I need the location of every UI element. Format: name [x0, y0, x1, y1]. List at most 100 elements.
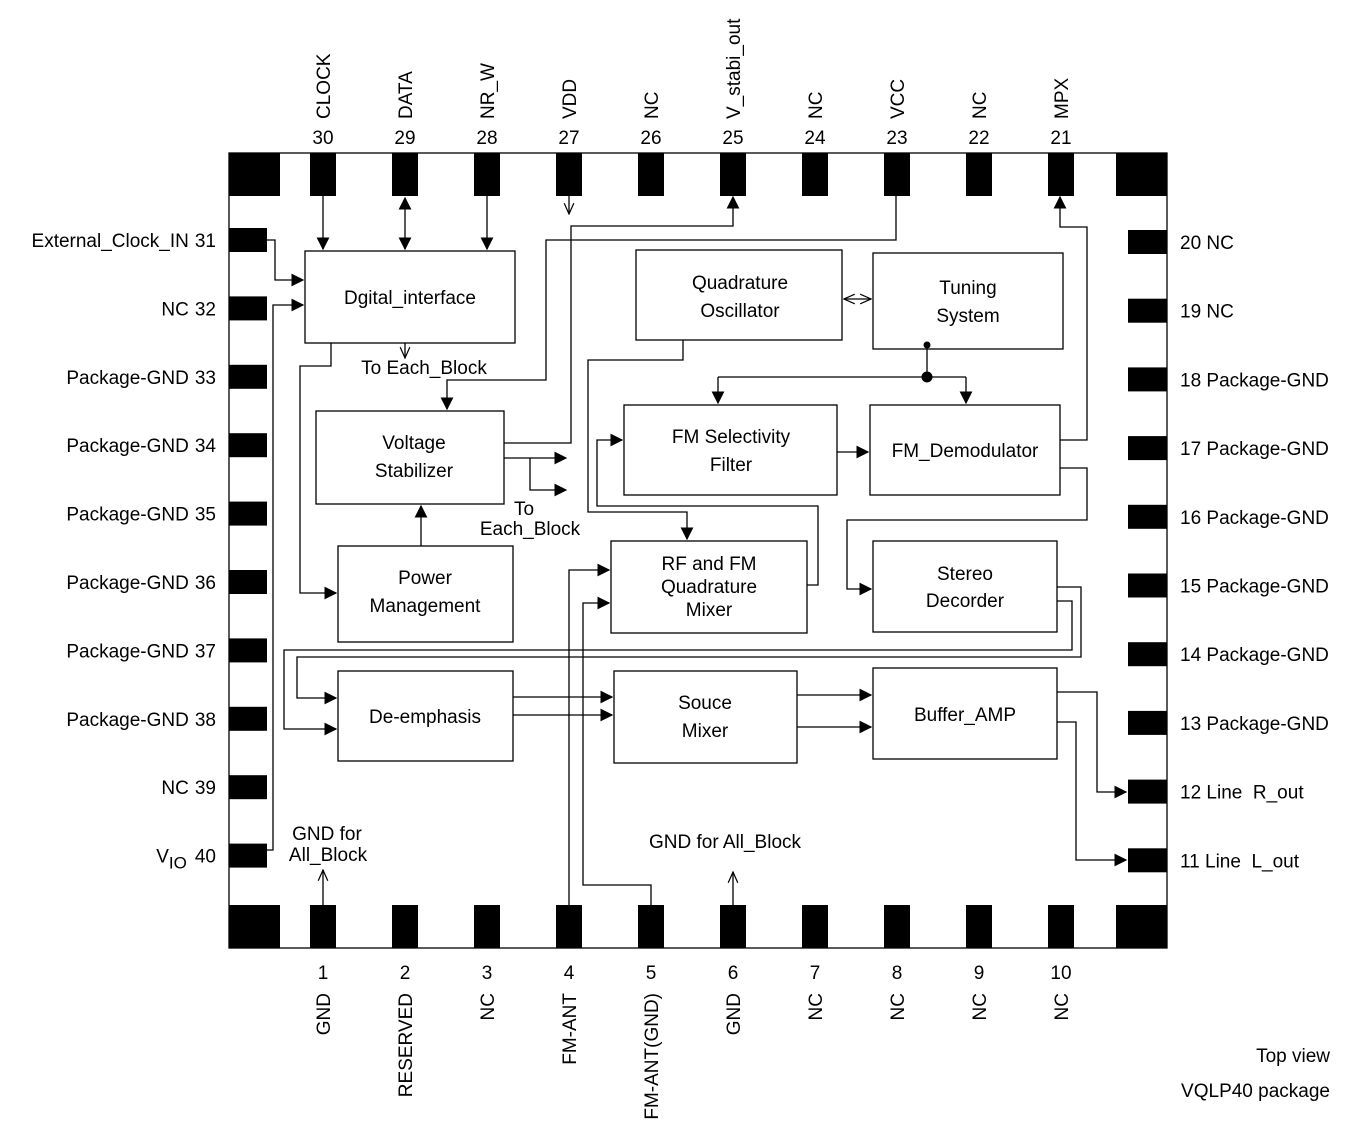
pin-pad-24 [802, 153, 828, 196]
svg-text:Mixer: Mixer [682, 721, 729, 742]
pin-pad-19 [1128, 298, 1167, 323]
pin-pad-34 [229, 433, 267, 458]
svg-text:Souce: Souce [678, 693, 732, 714]
pin-pad-14 [1128, 642, 1167, 667]
pin-label-18: 18 Package-GND [1180, 370, 1329, 391]
pin-pad-11 [1128, 848, 1167, 873]
pin-pad-16 [1128, 504, 1167, 529]
pin-pad-4 [556, 905, 582, 948]
pin-number-25: 25 [722, 128, 743, 149]
pin-pad-26 [638, 153, 664, 196]
pin-number-26: 26 [640, 128, 661, 149]
pin-pad-8 [884, 905, 910, 948]
pin-pad-35 [229, 501, 267, 526]
block-de-emphasis: De-emphasis [337, 670, 514, 762]
pin-number-5: 5 [646, 963, 657, 984]
pin-pad-17 [1128, 436, 1167, 461]
svg-text:Mixer: Mixer [686, 600, 733, 621]
pin-name-28: NR_W [478, 63, 499, 119]
note-to-each-block-1: To Each_Block [361, 358, 487, 379]
block-voltage-stabilizer: Voltage Stabilizer [315, 410, 505, 505]
pin-name-9: NC [970, 993, 991, 1020]
pin-number-24: 24 [804, 128, 826, 149]
note-gnd-for-2: All_Block [289, 845, 368, 866]
pin-pad-10 [1048, 905, 1074, 948]
pin-pad-38 [229, 706, 267, 731]
pin-pad-39 [229, 775, 267, 800]
note-top-view: Top view [1256, 1046, 1330, 1067]
pin-number-22: 22 [968, 128, 989, 149]
pin-number-4: 4 [564, 963, 575, 984]
svg-text:Voltage: Voltage [382, 433, 445, 454]
svg-text:Power: Power [398, 568, 453, 589]
pin-pad-33 [229, 364, 267, 389]
pin-pad-2 [392, 905, 418, 948]
pin-pad-29 [392, 153, 418, 196]
svg-text:Stereo: Stereo [937, 564, 993, 585]
pin-number-30: 30 [312, 128, 333, 149]
svg-text:Quadrature: Quadrature [692, 273, 788, 294]
pin-pad-18 [1128, 367, 1167, 392]
block-rf-fm-mixer: RF and FM Quadrature Mixer [610, 540, 808, 634]
pin-number-3: 3 [482, 963, 493, 984]
block-digital-interface: Dgital_interface [304, 250, 516, 344]
pin-label-17: 17 Package-GND [1180, 439, 1329, 460]
pin-name-5: FM-ANT(GND) [642, 993, 663, 1120]
svg-text:System: System [936, 306, 999, 327]
package-outline [228, 152, 1168, 949]
corner-pad-bottom-right [1116, 905, 1167, 948]
svg-text:FM Selectivity: FM Selectivity [672, 427, 791, 448]
pin-pad-25 [720, 153, 746, 196]
pin-number-2: 2 [400, 963, 411, 984]
pin-pad-30 [310, 153, 336, 196]
pin-pad-12 [1128, 779, 1167, 804]
block-quadrature-oscillator: Quadrature Oscillator [635, 249, 843, 341]
pin-number-1: 1 [318, 963, 329, 984]
pin-number-6: 6 [728, 963, 739, 984]
pin-pad-13 [1128, 710, 1167, 735]
svg-text:Tuning: Tuning [939, 278, 996, 299]
pin-pad-1 [310, 905, 336, 948]
pin-number-10: 10 [1050, 963, 1071, 984]
pin-pad-37 [229, 638, 267, 663]
corner-pad-bottom-left [229, 905, 280, 948]
pin-pad-40 [229, 843, 267, 868]
svg-text:Buffer_AMP: Buffer_AMP [914, 705, 1016, 726]
block-fm-demodulator: FM_Demodulator [869, 404, 1061, 496]
pin-label-13: 13 Package-GND [1180, 714, 1329, 735]
svg-text:De-emphasis: De-emphasis [369, 707, 481, 728]
pin-number-29: 29 [394, 128, 415, 149]
pin-pad-32 [229, 296, 267, 321]
pin-name-3: NC [478, 993, 499, 1020]
svg-text:Decorder: Decorder [926, 591, 1005, 612]
signal-wiring [267, 195, 1128, 905]
pin-pad-7 [802, 905, 828, 948]
pin-number-27: 27 [558, 128, 579, 149]
svg-text:Stabilizer: Stabilizer [375, 461, 454, 482]
pin-name-10: NC [1052, 993, 1073, 1020]
pin-pad-27 [556, 153, 582, 196]
pin-number-28: 28 [476, 128, 497, 149]
pin-number-9: 9 [974, 963, 985, 984]
pin-number-23: 23 [886, 128, 907, 149]
block-power-management: Power Management [337, 545, 514, 643]
pins-bottom: 1GND2RESERVED3NC4FM-ANT5FM-ANT(GND)6GND7… [310, 905, 1074, 1120]
pin-name-29: DATA [396, 71, 417, 119]
svg-text:Quadrature: Quadrature [661, 577, 757, 598]
pin-label-12: 12 Line R_out [1180, 783, 1304, 804]
pin-pad-3 [474, 905, 500, 948]
note-gnd-for-all-block: GND for All_Block [649, 832, 802, 853]
pin-name-6: GND [724, 993, 745, 1035]
pin-label-20: 20 NC [1180, 233, 1234, 254]
pin-name-27: VDD [560, 79, 581, 119]
